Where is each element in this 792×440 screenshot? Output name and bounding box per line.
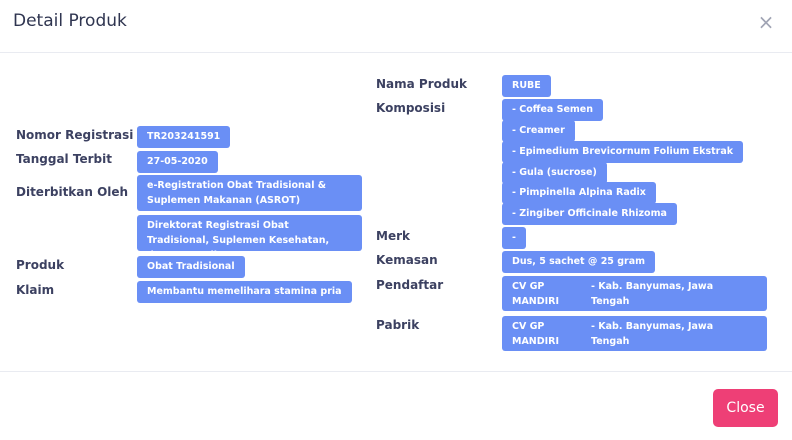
komposisi-item: - Creamer bbox=[502, 120, 575, 142]
modal-title: Detail Produk bbox=[13, 11, 127, 31]
value-produk: Obat Tradisional bbox=[137, 256, 245, 278]
close-button[interactable]: Close bbox=[713, 389, 778, 427]
komposisi-item: - Epimedium Brevicornum Folium Ekstrak bbox=[502, 141, 744, 163]
value-nama-produk: RUBE bbox=[502, 75, 551, 97]
pendaftar-location: - Kab. Banyumas, Jawa Tengah bbox=[591, 281, 714, 307]
label-kemasan: Kemasan bbox=[376, 253, 438, 267]
pabrik-name: CV GP MANDIRI bbox=[512, 321, 560, 347]
label-merk: Merk bbox=[376, 229, 410, 243]
label-nama-produk: Nama Produk bbox=[376, 77, 467, 91]
pendaftar-name: CV GP MANDIRI bbox=[512, 281, 560, 307]
value-diterbitkan-oleh-2: Direktorat Registrasi Obat Tradisional, … bbox=[137, 215, 362, 261]
value-tanggal-terbit: 27-05-2020 bbox=[137, 151, 218, 173]
komposisi-item: - Gula (sucrose) bbox=[502, 162, 607, 184]
komposisi-item: - Zingiber Officinale Rhizoma bbox=[502, 203, 677, 225]
close-icon[interactable]: × bbox=[757, 10, 775, 34]
label-diterbitkan-oleh: Diterbitkan Oleh bbox=[16, 185, 129, 199]
label-nomor-registrasi: Nomor Registrasi bbox=[16, 128, 134, 142]
label-tanggal-terbit: Tanggal Terbit bbox=[16, 152, 112, 166]
label-klaim: Klaim bbox=[16, 283, 55, 297]
value-pendaftar: CV GP MANDIRI - Kab. Banyumas, Jawa Teng… bbox=[502, 276, 767, 311]
modal-header: Detail Produk × bbox=[0, 0, 792, 53]
value-pabrik: CV GP MANDIRI - Kab. Banyumas, Jawa Teng… bbox=[502, 316, 767, 351]
value-nomor-registrasi: TR203241591 bbox=[137, 126, 231, 148]
value-kemasan: Dus, 5 sachet @ 25 gram bbox=[502, 251, 656, 273]
pabrik-location: - Kab. Banyumas, Jawa Tengah bbox=[591, 321, 714, 347]
komposisi-item: - Pimpinella Alpina Radix bbox=[502, 182, 656, 204]
label-produk: Produk bbox=[16, 258, 65, 272]
label-komposisi: Komposisi bbox=[376, 101, 446, 115]
label-pendaftar: Pendaftar bbox=[376, 278, 444, 292]
value-diterbitkan-oleh-1: e-Registration Obat Tradisional & Suplem… bbox=[137, 175, 362, 211]
komposisi-item: - Coffea Semen bbox=[502, 99, 603, 121]
label-pabrik: Pabrik bbox=[376, 318, 420, 332]
value-klaim: Membantu memelihara stamina pria bbox=[137, 281, 352, 303]
value-merk: - bbox=[502, 227, 526, 249]
footer-divider bbox=[0, 371, 792, 372]
